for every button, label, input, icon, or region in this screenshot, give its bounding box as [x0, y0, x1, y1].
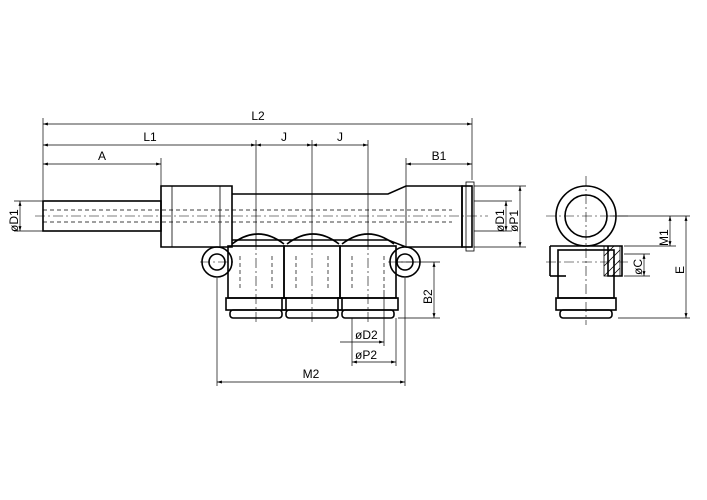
label-P1: øP1 [507, 210, 521, 232]
front-view-dimensions: L2 L1 J J A B1 øD1 øD1 øP1 B2 [7, 109, 526, 386]
main-body [232, 185, 463, 248]
outlet-fitting-3 [337, 240, 399, 322]
label-B2: B2 [421, 289, 435, 304]
label-L1: L1 [143, 130, 157, 144]
label-M2: M2 [303, 367, 320, 381]
outlet-dome-2 [286, 233, 340, 245]
outlet-fitting-1 [225, 240, 287, 322]
label-L2: L2 [251, 109, 265, 123]
label-C: øC [631, 259, 645, 275]
label-M1: M1 [657, 229, 671, 246]
left-collar [160, 185, 233, 248]
side-lug [550, 245, 623, 277]
label-D1-right: øD1 [493, 209, 507, 232]
label-B1: B1 [432, 149, 447, 163]
label-D1-left: øD1 [7, 209, 21, 232]
label-P2: øP2 [355, 348, 377, 362]
outlet-dome-1 [231, 233, 285, 245]
label-E: E [673, 266, 687, 274]
mounting-lug-left [200, 246, 234, 278]
release-collet [461, 185, 473, 248]
label-D2: øD2 [355, 328, 378, 342]
label-J-1: J [281, 130, 287, 144]
label-A: A [98, 149, 106, 163]
side-outlet-collet [559, 309, 613, 319]
outlet-fitting-2 [281, 240, 343, 322]
side-view-dimensions: øC M1 E [610, 215, 690, 319]
side-view [546, 176, 630, 325]
label-J-2: J [337, 130, 343, 144]
